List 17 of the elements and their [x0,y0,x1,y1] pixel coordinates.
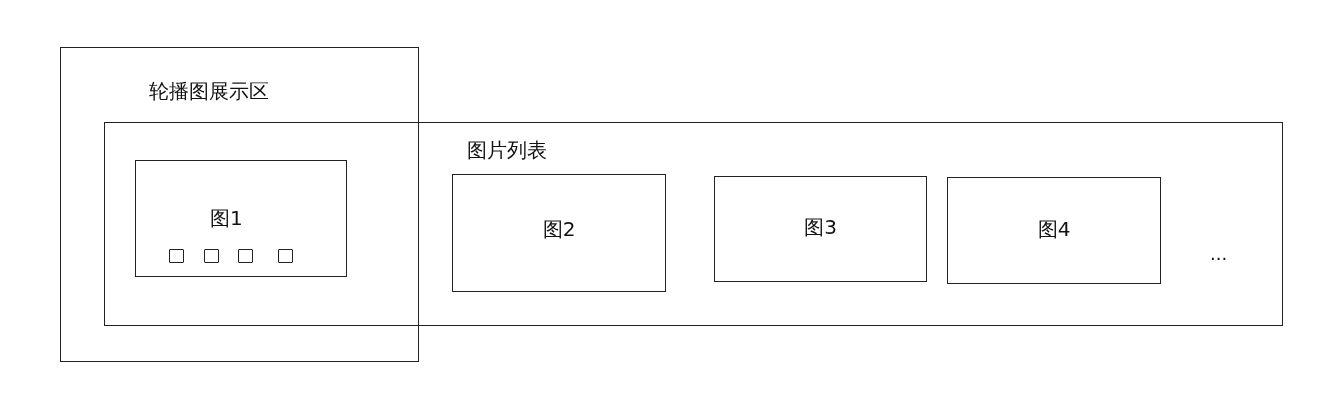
image-box [135,160,347,277]
image-box [947,177,1161,284]
indicator-square [278,249,293,263]
box-title: 图3 [803,214,838,242]
box-title: 图2 [541,216,577,244]
region-box [104,122,1283,326]
indicator-square [169,249,184,263]
region-box [60,47,419,362]
indicator-square [204,249,219,263]
box-title: 图4 [1036,215,1072,243]
box-title: 图片列表 [467,137,547,164]
image-box [452,174,666,292]
indicator-square [238,249,253,263]
box-title: 轮播图展示区 [149,78,269,105]
ellipsis-note: ... [1210,242,1228,266]
image-box [714,176,927,282]
box-title: 图1 [210,205,243,232]
